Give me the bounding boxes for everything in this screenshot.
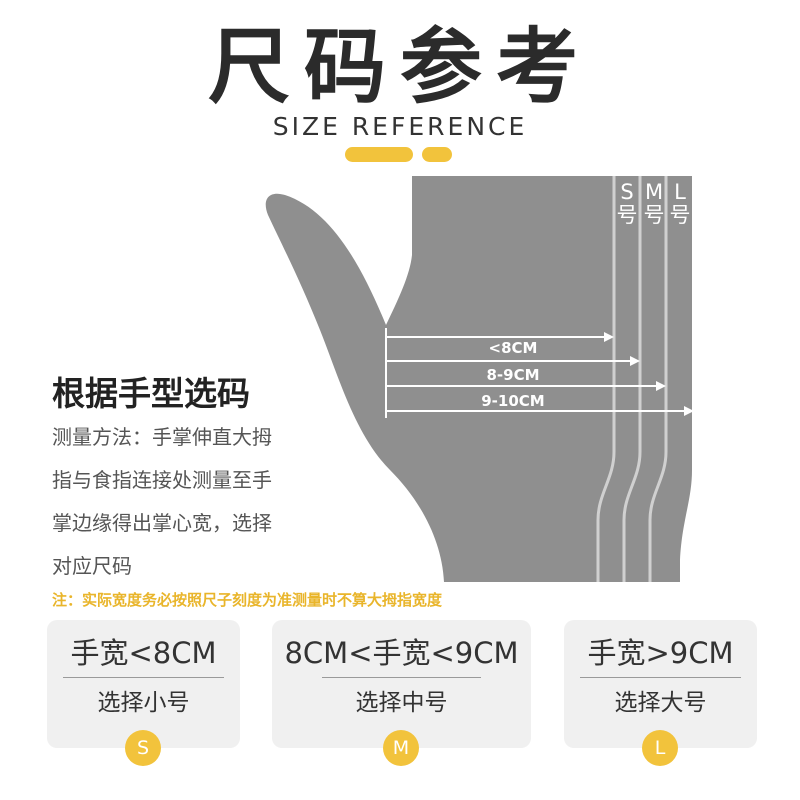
size-letter-m: M — [644, 180, 664, 204]
page-subtitle: SIZE REFERENCE — [272, 112, 528, 141]
card-size-choice: 选择小号 — [97, 690, 190, 716]
decorative-pill-long — [345, 147, 413, 162]
hand-silhouette — [265, 176, 692, 582]
card-divider — [322, 677, 481, 678]
card-size-choice: 选择中号 — [355, 690, 448, 716]
card-divider — [580, 677, 741, 678]
guide-line: 对应尺码 — [52, 554, 132, 578]
card-width-range: 手宽>9CM — [587, 636, 734, 670]
size-head-s: S 号 — [614, 181, 640, 227]
guide-line: 指与食指连接处测量至手 — [52, 468, 272, 492]
guide-body: 测量方法：手掌伸直大拇 指与食指连接处测量至手 掌边缘得出掌心宽，选择 对应尺码 — [52, 416, 322, 588]
size-letter-l: L — [674, 180, 686, 204]
page-title: 尺码参考 — [207, 20, 592, 115]
size-line-l — [648, 176, 668, 582]
size-card-large: 手宽>9CM 选择大号 L — [564, 620, 757, 766]
decorative-pill-short — [422, 147, 452, 162]
size-line-m — [622, 176, 642, 582]
thumb-joint-dot — [381, 289, 395, 303]
measurement-note: 注：实际宽度务必按照尺子刻度为准测量时不算大拇指宽度 — [52, 591, 443, 609]
guide-line: 测量方法：手掌伸直大拇 — [52, 425, 272, 449]
measure-label-s: <8CM — [488, 339, 538, 357]
size-letter-s: S — [620, 180, 634, 204]
size-head-l: L 号 — [667, 181, 693, 227]
size-badge-s: S — [125, 730, 161, 766]
guide-line: 掌边缘得出掌心宽，选择 — [52, 511, 272, 535]
size-head-m: M 号 — [641, 181, 667, 227]
guide-title: 根据手型选码 — [52, 374, 250, 413]
card-width-range: 手宽<8CM — [70, 636, 217, 670]
card-width-range: 8CM<手宽<9CM — [284, 636, 519, 670]
size-char-s: 号 — [616, 203, 638, 227]
measure-label-m: 8-9CM — [486, 366, 540, 384]
size-card-small: 手宽<8CM 选择小号 S — [47, 620, 240, 766]
card-divider — [63, 677, 224, 678]
size-char-m: 号 — [643, 203, 665, 227]
card-size-choice: 选择大号 — [614, 690, 707, 716]
size-char-l: 号 — [669, 203, 691, 227]
size-badge-l: L — [642, 730, 678, 766]
size-line-s — [596, 176, 616, 582]
measure-label-l: 9-10CM — [481, 392, 545, 410]
size-card-medium: 8CM<手宽<9CM 选择中号 M — [272, 620, 531, 766]
size-badge-m: M — [383, 730, 419, 766]
